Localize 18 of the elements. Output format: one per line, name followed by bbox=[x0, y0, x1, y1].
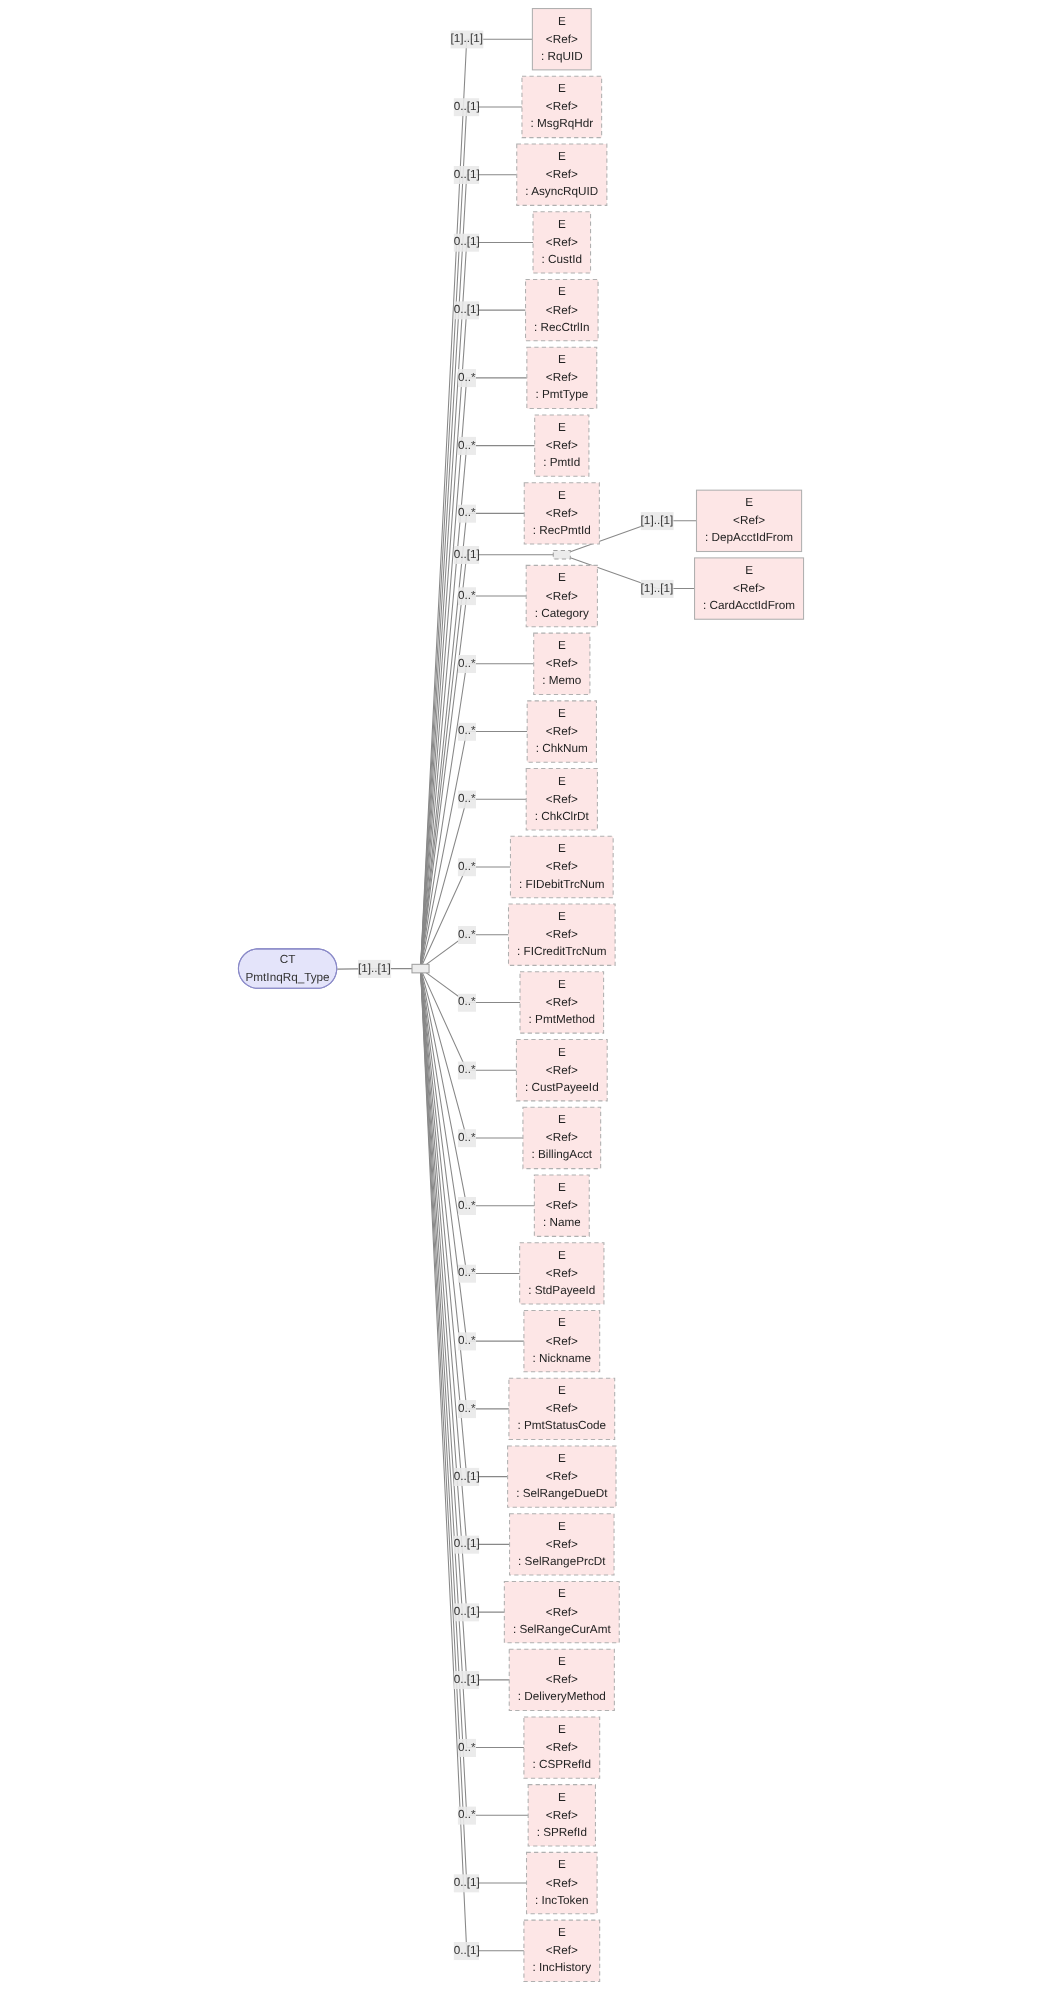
connector bbox=[420, 663, 535, 965]
connector bbox=[425, 934, 510, 965]
connector bbox=[420, 554, 554, 965]
connector bbox=[420, 445, 536, 965]
connector bbox=[421, 972, 524, 1139]
connector bbox=[421, 866, 511, 965]
connector bbox=[420, 972, 521, 1274]
connector bbox=[420, 38, 533, 965]
connector bbox=[420, 595, 527, 965]
connector bbox=[425, 972, 521, 1003]
node-box bbox=[552, 549, 571, 560]
connector bbox=[421, 798, 527, 965]
connector bbox=[420, 972, 535, 1207]
connector bbox=[420, 731, 528, 965]
connector bbox=[421, 972, 517, 1071]
connector bbox=[420, 512, 525, 965]
connector bbox=[420, 972, 525, 1342]
node-box bbox=[411, 963, 430, 974]
